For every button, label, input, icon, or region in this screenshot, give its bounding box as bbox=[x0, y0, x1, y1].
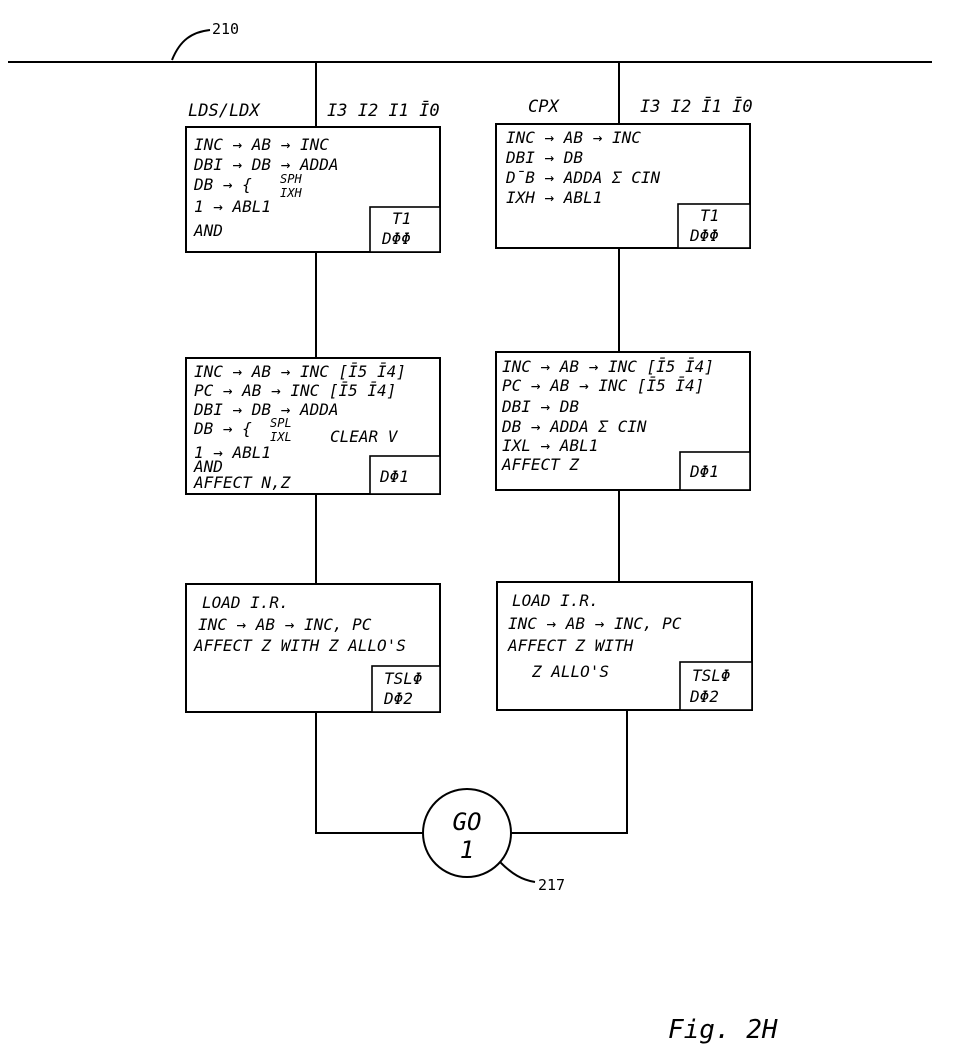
box-line: 1 → ABL1 bbox=[194, 197, 271, 216]
state-tag-line: TSLΦ bbox=[692, 666, 731, 685]
state-tag bbox=[371, 665, 441, 713]
state-tag-line: DΦ1 bbox=[689, 462, 719, 481]
box-line: PC → AB → INC [Ī5 Ī4] bbox=[194, 381, 396, 400]
brace-line: IXL bbox=[270, 430, 292, 444]
box-line: AND bbox=[193, 221, 223, 240]
box-line: DBI → DB → ADDA bbox=[193, 155, 339, 174]
state-tag bbox=[369, 455, 441, 495]
clear-v-note: CLEAR V bbox=[330, 427, 399, 446]
bus-leader-line bbox=[171, 29, 211, 61]
left-step-3-box: LOAD I.R. INC → AB → INC, PC AFFECT Z WI… bbox=[185, 583, 441, 713]
box-line: PC → AB → INC [Ī5 Ī4] bbox=[502, 376, 704, 395]
right-step-1-box: INC → AB → INC DBI → DB D̄B → ADDA Σ CIN… bbox=[495, 123, 751, 249]
right-to-go-connector bbox=[510, 710, 628, 834]
brace-line: SPH bbox=[280, 172, 302, 186]
box-line: AFFECT N,Z bbox=[193, 473, 291, 492]
go-terminal-line-1: GO bbox=[453, 808, 482, 836]
box-line: AFFECT Z bbox=[501, 455, 579, 474]
box-line: LOAD I.R. bbox=[202, 593, 289, 612]
left-step-1-box: INC → AB → INC DBI → DB → ADDA DB → { SP… bbox=[185, 126, 441, 253]
box-line: D̄B → ADDA Σ CIN bbox=[505, 168, 660, 187]
state-tag-line: DΦΦ bbox=[689, 226, 719, 245]
state-tag bbox=[677, 203, 751, 249]
right-step-3-box: LOAD I.R. INC → AB → INC, PC AFFECT Z WI… bbox=[496, 581, 753, 711]
left-column-header: LDS/LDX bbox=[188, 101, 261, 121]
state-tag-line: T1 bbox=[392, 209, 411, 228]
state-tag bbox=[679, 661, 753, 711]
state-tag-line: DΦ1 bbox=[379, 467, 409, 486]
figure-label: Fig. 2H bbox=[668, 1015, 778, 1045]
go-leader-line bbox=[499, 861, 536, 883]
box-line: AFFECT Z WITH bbox=[507, 636, 634, 655]
box-line: DBI → DB bbox=[501, 397, 579, 416]
go-reference-label: 217 bbox=[538, 876, 565, 894]
box-line: INC → AB → INC, PC bbox=[508, 614, 682, 633]
box-line: DB → ADDA Σ CIN bbox=[501, 417, 647, 436]
go-terminal-line-2: 1 bbox=[460, 836, 474, 864]
right-step-2-box: INC → AB → INC [Ī5 Ī4] PC → AB → INC [Ī5… bbox=[495, 351, 751, 491]
brace-line: SPL bbox=[270, 416, 292, 430]
right-column-inputs: I3 I2 Ī1 Ī0 bbox=[640, 95, 753, 117]
state-tag bbox=[679, 451, 751, 491]
box-line: INC → AB → INC [Ī5 Ī4] bbox=[502, 357, 714, 376]
bus-reference-label: 210 bbox=[212, 20, 239, 38]
state-tag-line: DΦΦ bbox=[381, 229, 411, 248]
box-line: LOAD I.R. bbox=[512, 591, 599, 610]
state-tag-line: DΦ2 bbox=[383, 689, 413, 708]
left-column-inputs: I3 I2 I1 Ī0 bbox=[327, 99, 440, 121]
box-line: INC → AB → INC bbox=[506, 128, 641, 147]
left-to-go-connector bbox=[315, 712, 424, 834]
brace-line: IXH bbox=[280, 186, 302, 200]
box-line: IXL → ABL1 bbox=[502, 436, 598, 455]
box-line: Z ALLO'S bbox=[531, 662, 609, 681]
box-line: INC → AB → INC, PC bbox=[198, 615, 372, 634]
go-terminal: GO 1 bbox=[422, 788, 512, 878]
box-line: INC → AB → INC [Ī5 Ī4] bbox=[194, 362, 406, 381]
box-line: DB → { bbox=[193, 419, 252, 438]
box-line: DBI → DB bbox=[505, 148, 583, 167]
box-line: 1 → ABL1 bbox=[194, 443, 271, 462]
state-tag-line: DΦ2 bbox=[689, 687, 719, 706]
box-line: IXH → ABL1 bbox=[506, 188, 602, 207]
state-tag bbox=[369, 206, 441, 253]
box-line: AND bbox=[193, 457, 223, 476]
box-line: INC → AB → INC bbox=[194, 135, 329, 154]
state-tag-line: T1 bbox=[700, 206, 719, 225]
left-step-2-box: INC → AB → INC [Ī5 Ī4] PC → AB → INC [Ī5… bbox=[185, 357, 441, 495]
box-line: DBI → DB → ADDA bbox=[193, 400, 339, 419]
box-line: DB → { bbox=[193, 175, 252, 194]
box-line: AFFECT Z WITH Z ALLO'S bbox=[193, 636, 406, 655]
state-tag-line: TSLΦ bbox=[384, 669, 423, 688]
right-column-header: CPX bbox=[528, 97, 560, 117]
